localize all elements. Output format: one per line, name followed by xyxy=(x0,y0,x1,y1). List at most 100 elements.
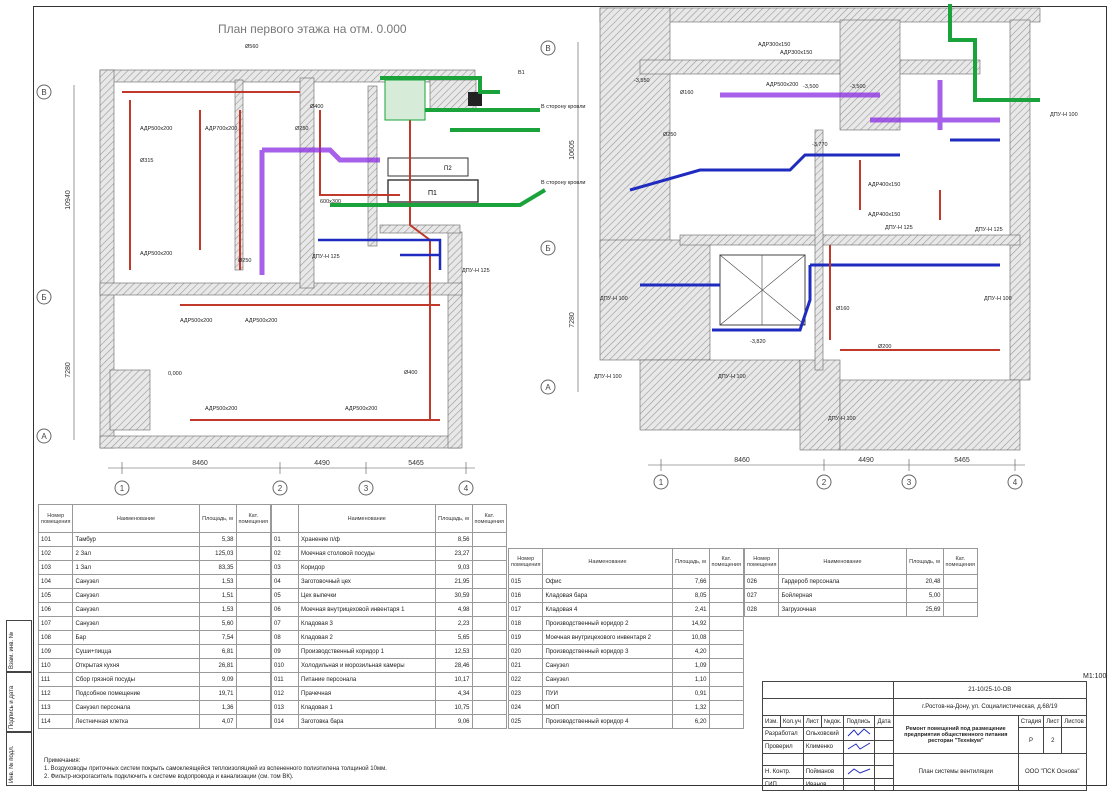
axis-bubble xyxy=(540,379,556,395)
room-area: 1,53 xyxy=(198,602,237,617)
stamp-col: №док. xyxy=(820,715,845,728)
wall xyxy=(639,59,981,75)
dimension-label: 7280 xyxy=(65,362,72,378)
room-number: 024 xyxy=(507,700,544,715)
room-category xyxy=(708,658,744,673)
col-header: Кат. помещения xyxy=(708,548,744,575)
room-category xyxy=(235,560,271,575)
col-header: Площадь, м xyxy=(905,548,944,575)
room-number: 027 xyxy=(743,588,780,603)
room-name: Санузел xyxy=(72,574,200,589)
duct-label: ДПУ-Н 125 xyxy=(885,225,913,231)
room-name: Санузел xyxy=(542,672,673,687)
axis-bubble xyxy=(540,240,556,256)
room-area: 8,56 xyxy=(434,532,473,547)
room-area: 1,51 xyxy=(198,588,237,603)
room-number: 104 xyxy=(37,574,74,589)
wall xyxy=(99,282,463,296)
room-name: Кладовая 1 xyxy=(298,700,436,715)
room-name: Санузел xyxy=(542,658,673,673)
room-number: 016 xyxy=(507,588,544,603)
axis-bubble xyxy=(540,40,556,56)
duct-label: Ø160 xyxy=(680,90,693,96)
stamp-code: 21-10/25-10-ОВ xyxy=(892,681,1087,699)
room-number: 013 xyxy=(271,700,299,715)
room-area: 26,81 xyxy=(198,658,237,673)
room-category xyxy=(942,602,978,617)
axis-bubble xyxy=(458,480,474,496)
room-area: 19,71 xyxy=(198,686,237,701)
wall xyxy=(679,234,1021,246)
room-number: 06 xyxy=(271,602,299,617)
axis-label: А xyxy=(545,383,551,392)
level-mark: -3,500 xyxy=(803,84,819,90)
stamp-sheet-label: Лист xyxy=(1043,715,1063,728)
stamp-project: Ремонт помещений под размещение предприя… xyxy=(892,715,1019,754)
room-name: Гардероб персонала xyxy=(778,574,907,589)
axis-bubble xyxy=(36,289,52,305)
level-mark: -3,500 xyxy=(850,84,866,90)
duct-label: Ø560 xyxy=(245,44,258,50)
duct-label: АДР300х150 xyxy=(758,42,790,48)
unit-label: П2 xyxy=(444,166,452,172)
room-name: 1 Зал xyxy=(72,560,200,575)
axis-label: Б xyxy=(545,244,550,253)
room-category xyxy=(235,630,271,645)
stamp-sheet-title: План системы вентиляции xyxy=(892,753,1019,791)
dimension-label: 8460 xyxy=(734,457,750,464)
stamp-sheets xyxy=(1061,727,1087,754)
duct-label: 600х300 xyxy=(320,199,341,205)
room-area: 1,32 xyxy=(671,700,710,715)
note-item: 1. Воздуховоды приточных систем покрыть … xyxy=(44,766,387,772)
duct-label: Ø250 xyxy=(295,126,308,132)
room-category xyxy=(708,686,744,701)
room-category xyxy=(471,672,507,687)
col-header: Наименование xyxy=(72,504,200,533)
room-area: 9,09 xyxy=(198,672,237,687)
room-number: 025 xyxy=(507,714,544,729)
room-category xyxy=(471,616,507,631)
duct-label: Ø400 xyxy=(310,104,323,110)
room-number: 015 xyxy=(507,574,544,589)
room-number: 108 xyxy=(37,630,74,645)
plan-labels: АДР300х150 АДР300х150 АДР500х200 ДПУ-Н 1… xyxy=(594,42,1078,422)
room-category xyxy=(708,630,744,645)
room-category xyxy=(235,602,271,617)
room-name: Производственный коридор 3 xyxy=(542,644,673,659)
room-number: 03 xyxy=(271,560,299,575)
room-category xyxy=(471,588,507,603)
room-category xyxy=(471,574,507,589)
room-category xyxy=(235,532,271,547)
room-name: ПУИ xyxy=(542,686,673,701)
room-category xyxy=(708,616,744,631)
room-category xyxy=(471,546,507,561)
side-stamp-label: Инв. № подл. xyxy=(9,745,15,783)
exhaust-ducts xyxy=(318,238,442,270)
room-name: Холодильная и морозильная камеры xyxy=(298,658,436,673)
room-number: 014 xyxy=(271,714,299,729)
axis-label: Б xyxy=(41,293,46,302)
axis-bubble xyxy=(272,480,288,496)
dimension-labels: 8460 4490 5465 10940 7280 xyxy=(65,190,424,467)
axis-markers: В Б А 1 2 3 4 xyxy=(540,40,1023,490)
room-category xyxy=(235,658,271,673)
duct-label: Ø200 xyxy=(878,344,891,350)
wall xyxy=(447,231,463,449)
stamp-person xyxy=(802,753,845,766)
room-area: 1,09 xyxy=(671,658,710,673)
side-stamp-inventory: Инв. № подл. xyxy=(6,732,32,786)
room-category xyxy=(235,546,271,561)
axis-label: В xyxy=(545,44,550,53)
stamp-col: Лист xyxy=(802,715,822,728)
room-number: 105 xyxy=(37,588,74,603)
room-number: 010 xyxy=(271,658,299,673)
